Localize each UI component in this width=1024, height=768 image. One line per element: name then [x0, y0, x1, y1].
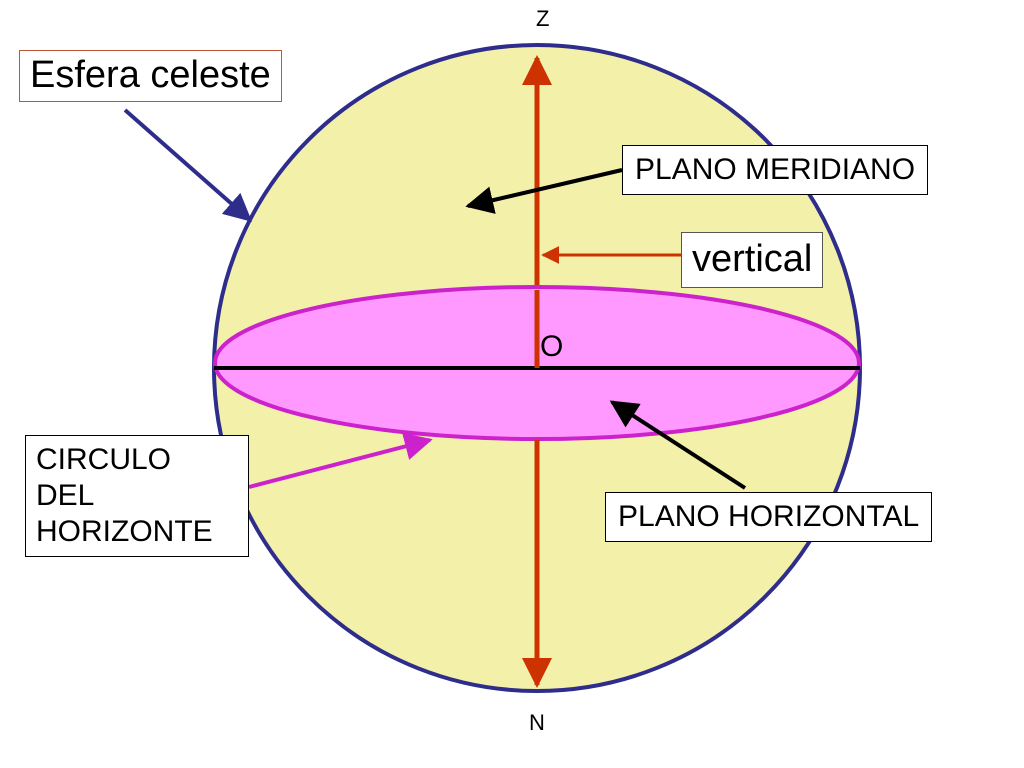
meridiano-pointer-arrow: [465, 168, 623, 214]
vertical-label: vertical: [681, 232, 824, 288]
circulo-line-3: HORIZONTE: [36, 515, 213, 548]
nadir-label: N: [529, 710, 545, 735]
plano-horizontal-label: PLANO HORIZONTAL: [605, 492, 933, 542]
center-o-label: O: [540, 330, 564, 363]
circulo-horizonte-label: CIRCULO DEL HORIZONTE: [25, 435, 249, 557]
circulo-line-1: CIRCULO: [36, 443, 172, 476]
esfera-celeste-label: Esfera celeste: [19, 50, 282, 102]
horizontal-pointer-arrow: [609, 400, 747, 490]
zenith-label: Z: [536, 6, 550, 31]
circulo-line-2: DEL: [36, 479, 95, 512]
esfera-pointer-arrow: [123, 108, 253, 222]
plano-meridiano-label: PLANO MERIDIANO: [622, 145, 929, 195]
circulo-pointer-arrow: [248, 432, 433, 489]
